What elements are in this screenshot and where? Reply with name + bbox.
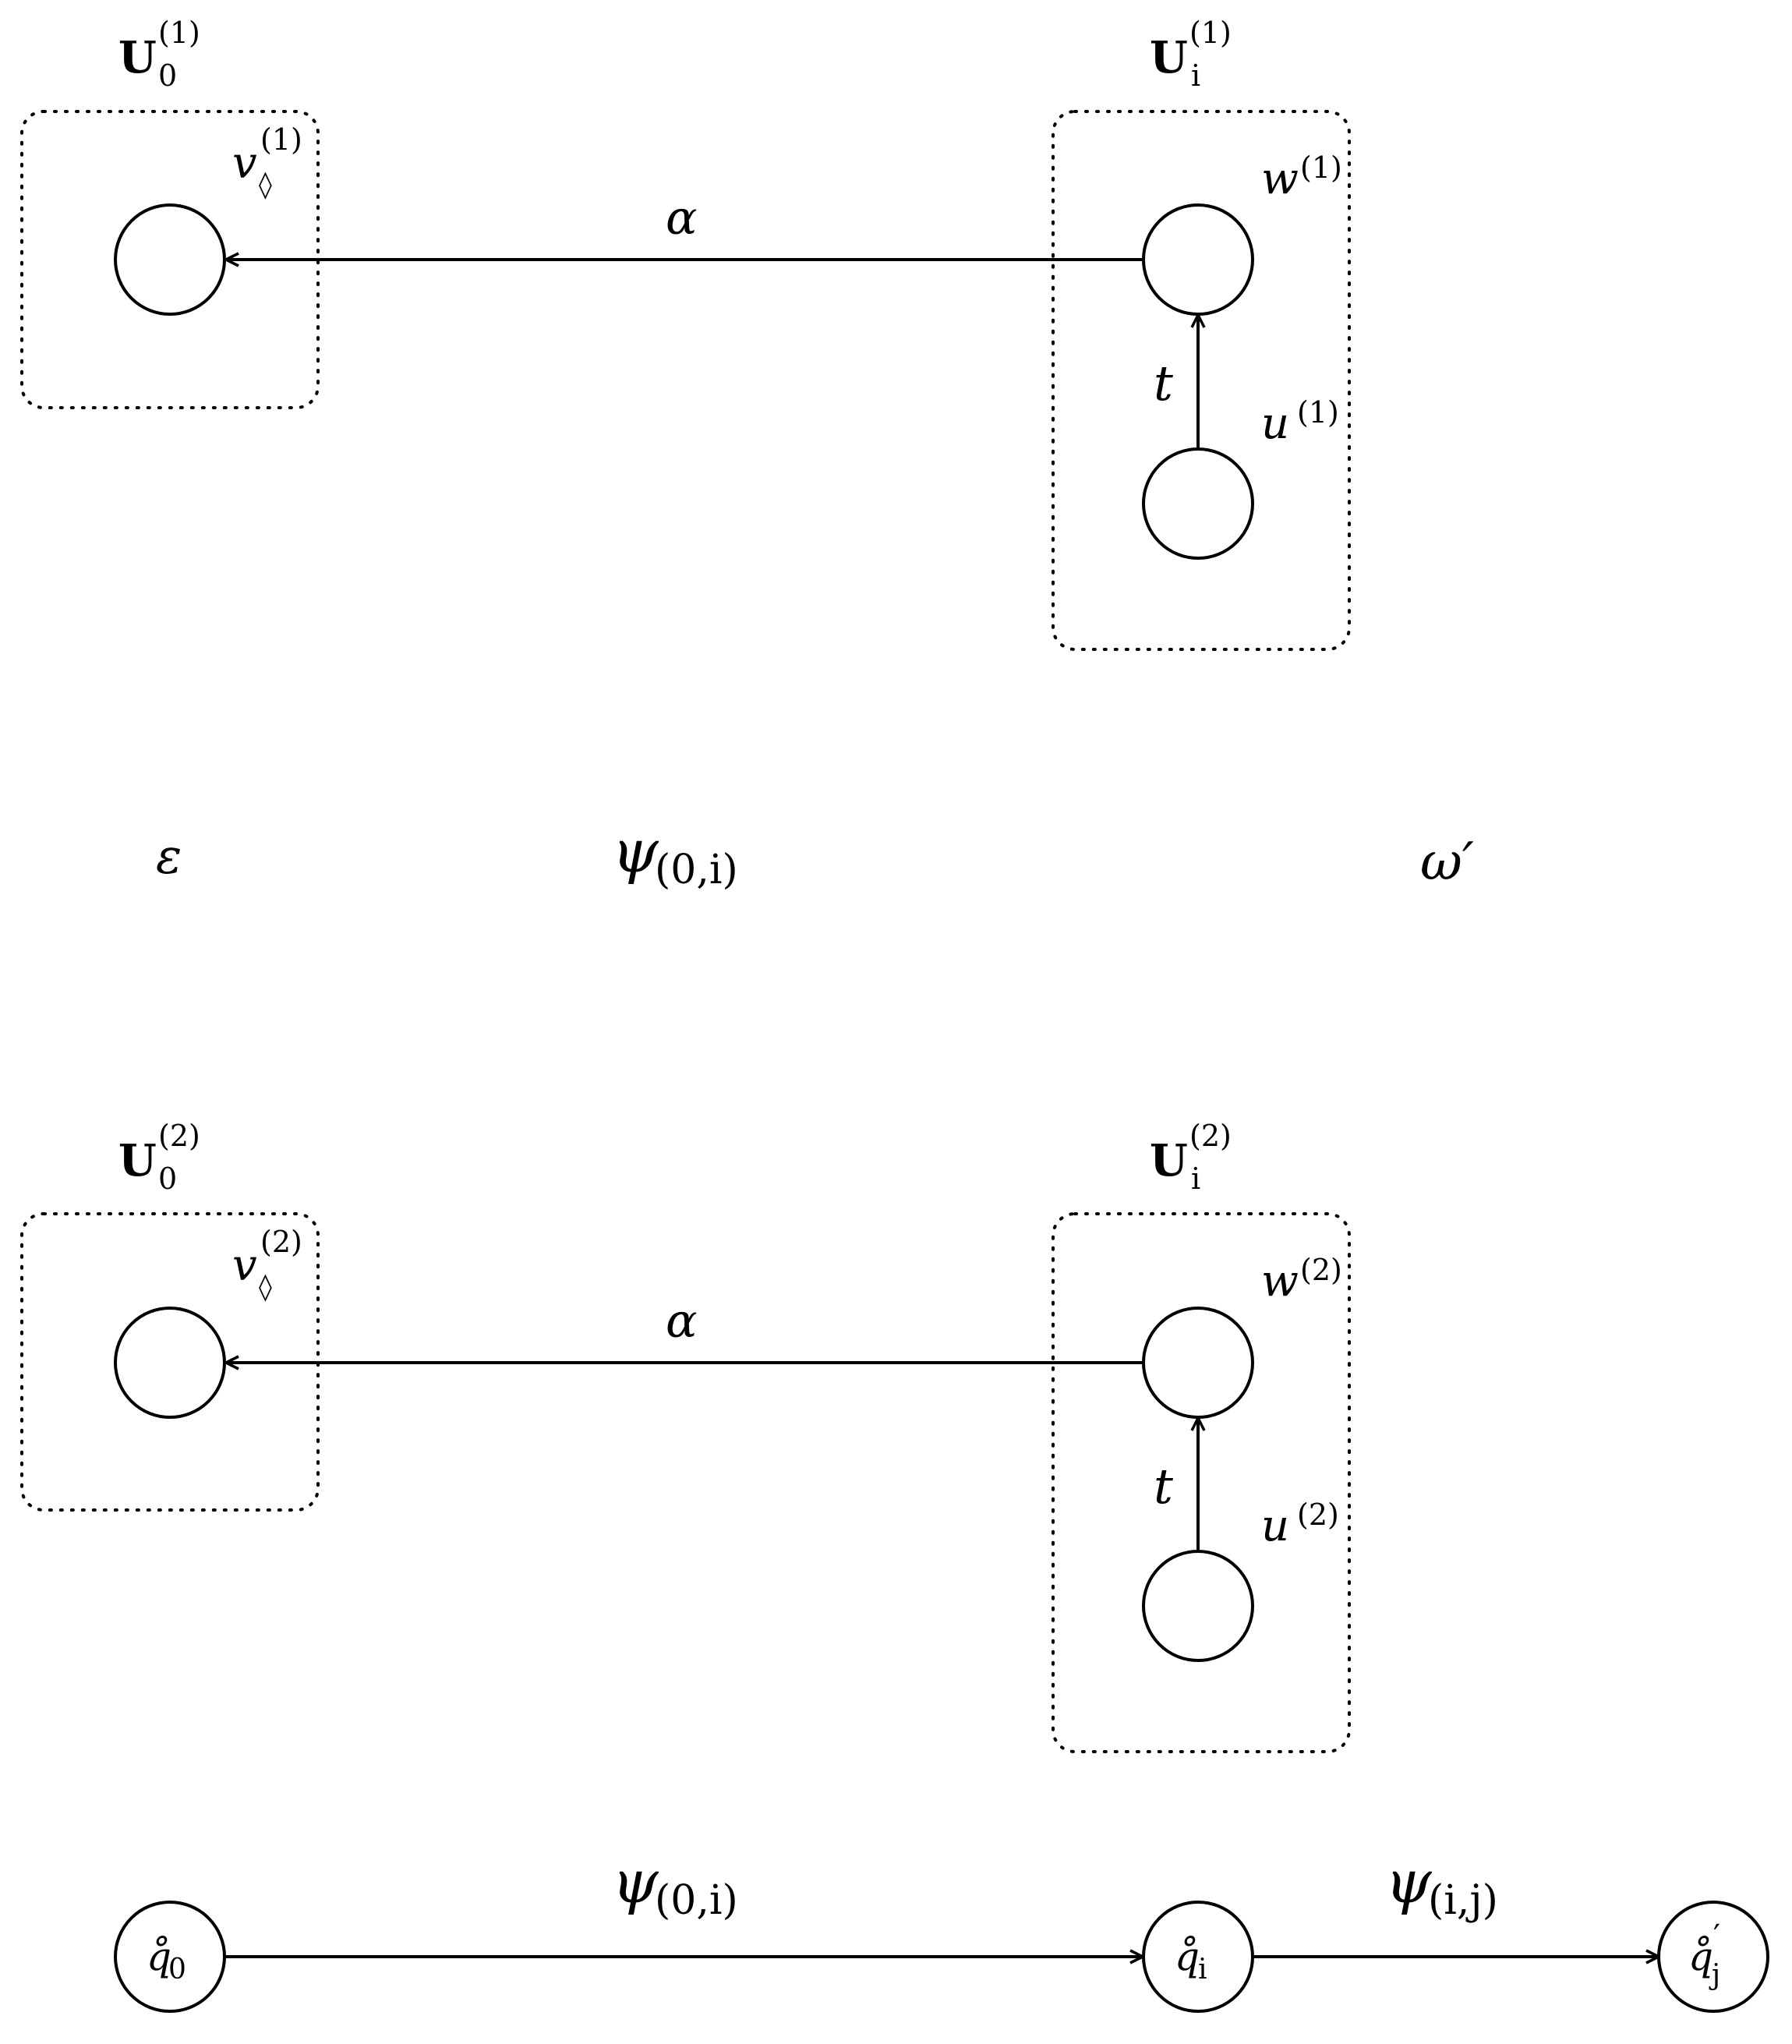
group-label-u0-1-sub: 0 <box>158 58 177 93</box>
group-box-ui-2 <box>1052 1212 1351 1753</box>
edge-label-alpha-bottom: α <box>666 1294 698 1349</box>
edge-label-psi-ij-sub: (i,j) <box>1428 1877 1498 1924</box>
label-epsilon: ε <box>156 828 182 885</box>
node-qj <box>1657 1901 1769 2013</box>
node-q0 <box>114 1901 226 2013</box>
group-label-ui-1-sup: (1) <box>1189 16 1232 50</box>
node-label-q0: q̊ <box>147 1934 171 1979</box>
node-label-u-1: u <box>1261 398 1289 449</box>
group-label-u0-1-sup: (1) <box>158 16 200 50</box>
label-psi-0i-sub: (0,i) <box>655 847 738 893</box>
node-v-bottom <box>114 1307 226 1419</box>
bottom-block: U 0 (2) U i (2) v ◊ (2) w (2) u (2) α t <box>20 1119 1351 1753</box>
node-label-qj-sup: ′ <box>1713 1918 1720 1954</box>
node-w-top <box>1142 203 1254 316</box>
group-label-ui-2-sup: (2) <box>1189 1119 1232 1153</box>
group-label-ui-1: U <box>1150 32 1188 83</box>
group-label-ui-1-sub: i <box>1191 58 1200 93</box>
node-label-v-1-sub: ◊ <box>259 169 272 200</box>
node-label-qj-sub: j <box>1709 1959 1720 1991</box>
edge-label-psi-0i-sub: (0,i) <box>655 1877 738 1924</box>
node-label-u-1-sup: (1) <box>1297 395 1339 430</box>
edge-label-psi-ij: ψ <box>1385 1847 1433 1916</box>
node-label-v-2: v <box>232 1240 257 1291</box>
node-label-w-2-sup: (2) <box>1300 1253 1342 1287</box>
group-label-ui-2: U <box>1150 1135 1188 1186</box>
node-label-v-2-sup: (2) <box>260 1225 302 1259</box>
group-label-u0-2: U <box>118 1135 157 1186</box>
group-label-ui-2-sub: i <box>1191 1162 1200 1196</box>
node-label-qi: q̊ <box>1175 1934 1200 1979</box>
node-v-top <box>114 203 226 316</box>
node-label-u-2: u <box>1261 1501 1289 1551</box>
edge-label-t-bottom: t <box>1154 1458 1173 1515</box>
top-block: U 0 (1) U i (1) v ◊ (1) w (1) u (1) α t <box>20 16 1351 651</box>
group-label-u0-2-sub: 0 <box>158 1162 177 1196</box>
group-label-u0-1: U <box>118 32 157 83</box>
group-box-u0-2 <box>20 1212 320 1512</box>
node-label-w-2: w <box>1261 1256 1299 1307</box>
node-label-qi-sub: i <box>1198 1954 1207 1986</box>
node-w-bottom <box>1142 1307 1254 1419</box>
middle-row: ε ψ (0,i) ω′ <box>156 816 1474 893</box>
node-u-bottom <box>1142 1550 1254 1662</box>
group-label-u0-2-sup: (2) <box>158 1119 200 1153</box>
label-omega-prime: ω′ <box>1420 832 1474 892</box>
node-label-q0-sub: 0 <box>168 1954 186 1986</box>
node-label-v-1: v <box>232 138 257 189</box>
node-u-top <box>1142 447 1254 560</box>
edge-label-psi-0i: ψ <box>612 1847 659 1916</box>
node-label-qj: q̊ <box>1688 1934 1713 1979</box>
label-psi-0i: ψ <box>612 816 659 886</box>
state-chain: q̊ 0 q̊ i q̊ j ′ ψ (0,i) ψ (i,j) <box>114 1847 1769 2013</box>
edge-label-t-top: t <box>1154 355 1173 412</box>
node-label-u-2-sup: (2) <box>1297 1498 1339 1532</box>
node-label-v-2-sub: ◊ <box>259 1271 272 1303</box>
group-box-u0-1 <box>20 110 320 409</box>
node-label-w-1: w <box>1261 154 1299 204</box>
node-label-w-1-sup: (1) <box>1300 150 1342 185</box>
node-label-v-1-sup: (1) <box>260 122 302 157</box>
edge-label-alpha-top: α <box>666 191 698 246</box>
group-box-ui-1 <box>1052 110 1351 651</box>
node-qi <box>1142 1901 1254 2013</box>
